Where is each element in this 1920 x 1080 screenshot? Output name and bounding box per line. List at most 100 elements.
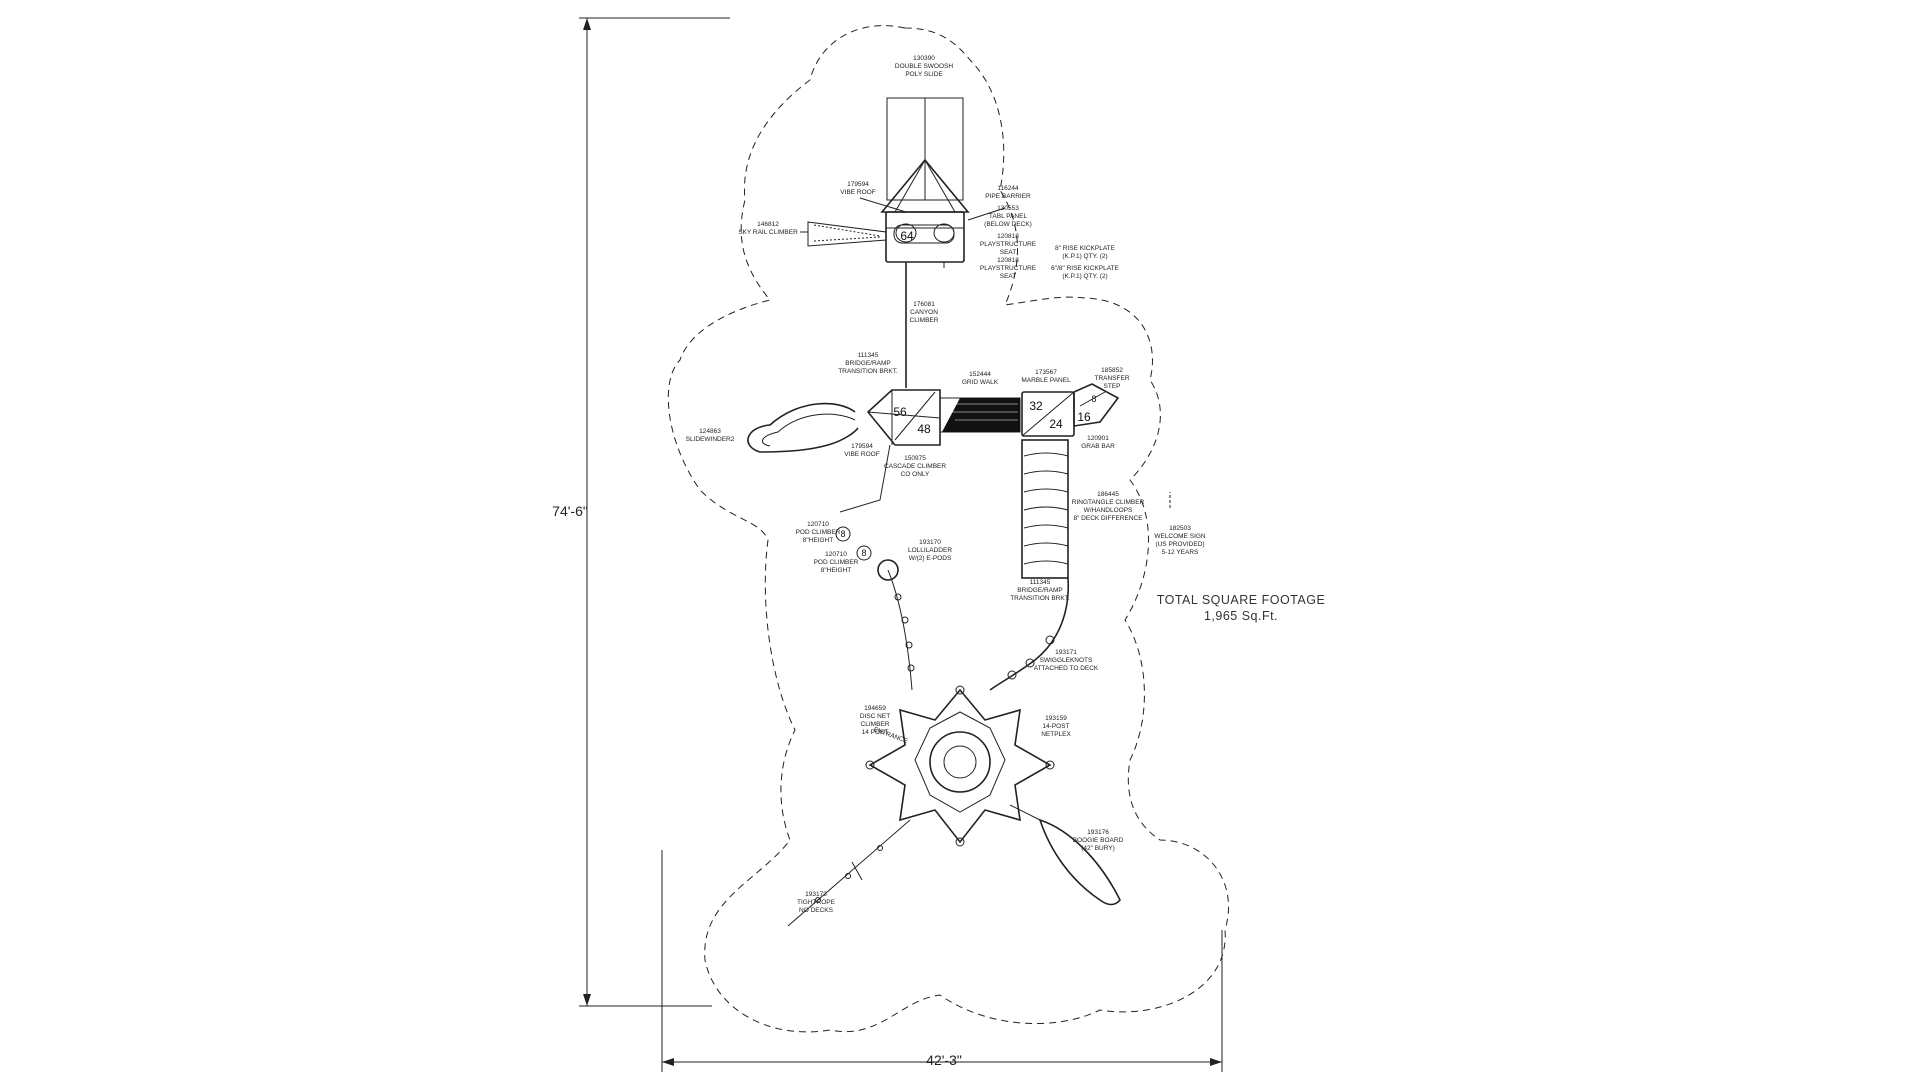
deck-24-label: 24 xyxy=(1049,417,1063,431)
svg-text:POLY SLIDE: POLY SLIDE xyxy=(905,71,943,78)
netplex-callout: 193159 14-POST NETPLEX xyxy=(1041,715,1071,738)
slide-callout: 130390 DOUBLE SWOOSH POLY SLIDE xyxy=(895,55,953,78)
marble-panel-callout: 173567 MARBLE PANEL xyxy=(1021,369,1071,384)
pod1-label: 8 xyxy=(840,529,845,539)
grid-walk-callout: 152444 GRID WALK xyxy=(962,371,999,386)
ringtangle-callout: 186445 RINGTANGLE CLIMBER W/HANDLOOPS 8"… xyxy=(1072,491,1145,522)
svg-text:ATTACHED TO DECK: ATTACHED TO DECK xyxy=(1034,665,1099,672)
svg-text:TRANSITION BRKT.: TRANSITION BRKT. xyxy=(838,368,898,375)
sky-rail-callout: 146812 SKY RAIL CLIMBER xyxy=(738,221,798,236)
seat-callout-2: 120818 PLAYSTRUCTURE SEAT xyxy=(980,257,1037,280)
svg-text:120710: 120710 xyxy=(825,551,847,558)
tightrope xyxy=(787,819,911,927)
svg-text:14-POST: 14-POST xyxy=(1042,723,1069,730)
grab-bar-callout: 120901 GRAB BAR xyxy=(1081,435,1115,450)
svg-text:130553: 130553 xyxy=(997,205,1019,212)
total-sqft-value: 1,965 Sq.Ft. xyxy=(1204,609,1278,623)
deck-8-label: 8 xyxy=(1091,394,1096,404)
svg-text:111345: 111345 xyxy=(1030,579,1051,586)
svg-text:STEP: STEP xyxy=(1104,383,1121,390)
svg-text:146812: 146812 xyxy=(757,221,779,228)
svg-text:TRANSFER: TRANSFER xyxy=(1094,375,1129,382)
deck-16-label: 16 xyxy=(1077,410,1091,424)
svg-text:8" DECK DIFFERENCE: 8" DECK DIFFERENCE xyxy=(1073,515,1143,522)
svg-text:120818: 120818 xyxy=(997,257,1019,264)
svg-text:BOOGIE BOARD: BOOGIE BOARD xyxy=(1073,837,1124,844)
svg-text:CANYON: CANYON xyxy=(910,309,938,316)
boogie-board-callout: 193176 BOOGIE BOARD (42" BURY) xyxy=(1073,829,1124,852)
svg-text:MARBLE PANEL: MARBLE PANEL xyxy=(1021,377,1071,384)
cascade-callout: 150975 CASCADE CLIMBER CO ONLY xyxy=(884,455,946,478)
svg-text:182503: 182503 xyxy=(1169,525,1191,532)
svg-text:GRID WALK: GRID WALK xyxy=(962,379,999,386)
svg-text:(K.P.1) QTY. (2): (K.P.1) QTY. (2) xyxy=(1062,253,1107,260)
lolliladder-top xyxy=(877,559,899,581)
svg-text:8"HEIGHT: 8"HEIGHT xyxy=(803,537,834,544)
double-swoosh-slide xyxy=(886,97,964,201)
pod-climber-1 xyxy=(835,526,851,542)
leader-lines xyxy=(800,197,1171,508)
svg-text:193170: 193170 xyxy=(919,539,941,546)
mid-vibe-roof-callout: 179594 VIBE ROOF xyxy=(844,443,879,458)
svg-text:SEAT: SEAT xyxy=(1000,273,1017,280)
svg-text:POD CLIMBER: POD CLIMBER xyxy=(796,529,841,536)
svg-text:VIBE ROOF: VIBE ROOF xyxy=(840,189,875,196)
slidewinder-slide xyxy=(747,402,859,453)
total-sqft-title: TOTAL SQUARE FOOTAGE xyxy=(1157,593,1326,607)
svg-text:120901: 120901 xyxy=(1087,435,1109,442)
height-dimension: 74'-6" xyxy=(552,17,730,1007)
canyon-climber-callout: 176081 CANYON CLIMBER xyxy=(910,301,939,324)
svg-text:CLIMBER: CLIMBER xyxy=(861,721,890,728)
svg-text:176081: 176081 xyxy=(913,301,935,308)
svg-text:116244: 116244 xyxy=(997,185,1019,192)
svg-text:BRIDGE/RAMP: BRIDGE/RAMP xyxy=(1017,587,1063,594)
width-dimension: 42'-3" xyxy=(661,850,1223,1072)
disc-net-callout: 194659 DISC NET CLIMBER 14 POST xyxy=(860,705,890,736)
pod-climber-2-callout: 120710 POD CLIMBER 8"HEIGHT xyxy=(814,551,859,574)
deck-56-label: 56 xyxy=(893,405,907,419)
svg-text:(K.P.1) QTY. (2): (K.P.1) QTY. (2) xyxy=(1062,273,1107,280)
svg-text:124863: 124863 xyxy=(699,428,721,435)
svg-text:111345: 111345 xyxy=(858,352,879,359)
svg-text:TIGHTROPE: TIGHTROPE xyxy=(797,899,836,906)
tabl-panel-callout: 130553 TABL PANEL (BELOW DECK) xyxy=(984,205,1032,228)
lolliladder-callout: 193170 LOLLILADDER W/(2) E-PODS xyxy=(908,539,952,562)
svg-text:PLAYSTRUCTURE: PLAYSTRUCTURE xyxy=(980,265,1037,272)
svg-text:120710: 120710 xyxy=(807,521,829,528)
svg-text:NO DECKS: NO DECKS xyxy=(799,907,834,914)
svg-text:CO ONLY: CO ONLY xyxy=(901,471,930,478)
svg-text:TRANSITION BRKT.: TRANSITION BRKT. xyxy=(1010,595,1070,602)
svg-text:8" RISE KICKPLATE: 8" RISE KICKPLATE xyxy=(1055,245,1116,252)
svg-text:SWIGGLEKNOTS: SWIGGLEKNOTS xyxy=(1040,657,1093,664)
svg-text:CASCADE CLIMBER: CASCADE CLIMBER xyxy=(884,463,946,470)
transfer-step-callout: 185852 TRANSFER STEP xyxy=(1094,367,1129,390)
pod-climber-1-callout: 120710 POD CLIMBER 8"HEIGHT xyxy=(796,521,841,544)
svg-text:150975: 150975 xyxy=(904,455,926,462)
seat-callout-1: 120818 PLAYSTRUCTURE SEAT xyxy=(980,233,1037,256)
transfer-deck xyxy=(1073,383,1120,427)
cascade-climber-line xyxy=(839,444,891,513)
svg-text:PIPE BARRIER: PIPE BARRIER xyxy=(985,193,1031,200)
swigglekots-callout: 193171 SWIGGLEKNOTS ATTACHED TO DECK xyxy=(1034,649,1099,672)
svg-text:8"HEIGHT: 8"HEIGHT xyxy=(821,567,852,574)
svg-text:BRIDGE/RAMP: BRIDGE/RAMP xyxy=(845,360,891,367)
boogie-board xyxy=(1038,818,1121,906)
svg-text:DOUBLE SWOOSH: DOUBLE SWOOSH xyxy=(895,63,953,70)
svg-text:193171: 193171 xyxy=(1055,649,1077,656)
svg-text:TABL PANEL: TABL PANEL xyxy=(989,213,1028,220)
svg-text:DISC NET: DISC NET xyxy=(860,713,890,720)
svg-text:SKY RAIL CLIMBER: SKY RAIL CLIMBER xyxy=(738,229,798,236)
svg-text:152444: 152444 xyxy=(969,371,991,378)
grid-walk xyxy=(939,397,1021,433)
svg-text:6"/8" RISE KICKPLATE: 6"/8" RISE KICKPLATE xyxy=(1051,265,1119,272)
pipe-barrier-callout: 116244 PIPE BARRIER xyxy=(985,185,1031,200)
top-deck xyxy=(885,211,965,263)
height-dimension-label: 74'-6" xyxy=(552,503,588,519)
use-zone-boundary xyxy=(667,25,1230,1033)
svg-text:PLAYSTRUCTURE: PLAYSTRUCTURE xyxy=(980,241,1037,248)
svg-text:W/(2) E-PODS: W/(2) E-PODS xyxy=(909,555,952,562)
svg-text:193159: 193159 xyxy=(1045,715,1067,722)
svg-text:(BELOW DECK): (BELOW DECK) xyxy=(984,221,1032,228)
svg-text:179594: 179594 xyxy=(851,443,873,450)
